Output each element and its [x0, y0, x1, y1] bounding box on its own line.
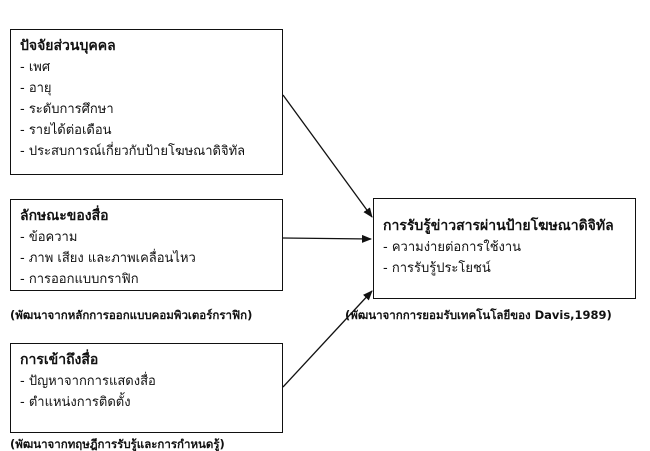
- media-access-item: - ตำแหน่งการติดตั้ง: [20, 395, 131, 410]
- media-characteristics-item: - ข้อความ: [20, 230, 78, 245]
- outcome-title: การรับรู้ข่าวสารผ่านป้ายโฆษณาดิจิทัล: [383, 218, 614, 234]
- outcome-box: การรับรู้ข่าวสารผ่านป้ายโฆษณาดิจิทัล - ค…: [373, 198, 636, 299]
- arrow-media-to-outcome: [282, 234, 372, 243]
- outcome-caption: (พัฒนาจากการยอมรับเทคโนโลยีของ Davis,198…: [345, 308, 612, 322]
- personal-factors-item: - ประสบการณ์เกี่ยวกับป้ายโฆษณาดิจิทัล: [20, 144, 246, 159]
- personal-factors-item: - ระดับการศึกษา: [20, 102, 114, 117]
- arrow-personal-to-outcome: [282, 94, 373, 218]
- personal-factors-item: - รายได้ต่อเดือน: [20, 123, 112, 138]
- outcome-item: - ความง่ายต่อการใช้งาน: [383, 240, 522, 255]
- personal-factors-box: ปัจจัยส่วนบุคคล - เพศ - อายุ - ระดับการศ…: [10, 29, 283, 175]
- access-caption: (พัฒนาจากทฤษฎีการรับรู้และการกำหนดรู้): [10, 437, 225, 451]
- media-characteristics-title: ลักษณะของสื่อ: [20, 208, 109, 224]
- arrow-access-to-outcome: [282, 290, 373, 388]
- outcome-item: - การรับรู้ประโยชน์: [383, 261, 491, 276]
- media-caption: (พัฒนาจากหลักการออกแบบคอมพิวเตอร์กราฟิก): [10, 308, 253, 322]
- media-characteristics-item: - การออกแบบกราฟิก: [20, 272, 139, 287]
- media-access-item: - ปัญหาจากการแสดงสื่อ: [20, 374, 156, 389]
- media-characteristics-item: - ภาพ เสียง และภาพเคลื่อนไหว: [20, 251, 196, 266]
- personal-factors-item: - เพศ: [20, 60, 51, 75]
- media-access-title: การเข้าถึงสื่อ: [20, 352, 99, 368]
- media-characteristics-box: ลักษณะของสื่อ - ข้อความ - ภาพ เสียง และภ…: [10, 199, 283, 291]
- personal-factors-item: - อายุ: [20, 81, 52, 96]
- personal-factors-title: ปัจจัยส่วนบุคคล: [20, 38, 116, 54]
- media-access-box: การเข้าถึงสื่อ - ปัญหาจากการแสดงสื่อ - ต…: [10, 343, 283, 433]
